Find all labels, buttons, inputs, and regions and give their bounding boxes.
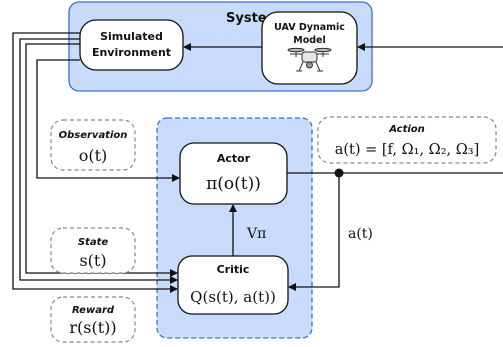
actor-title: Actor xyxy=(217,152,251,165)
observation-feed-arrow xyxy=(36,59,180,182)
critic-formula: Q(s(t), a(t)) xyxy=(190,288,276,306)
simulated-environment-line2: Environment xyxy=(92,46,171,59)
uav-model-line2: Model xyxy=(293,35,325,46)
a-t-label: a(t) xyxy=(348,226,373,242)
reward-box xyxy=(50,296,136,343)
reward-formula: r(s(t)) xyxy=(69,318,116,337)
state-box xyxy=(50,227,136,274)
observation-label: Observation xyxy=(59,130,128,141)
observation-formula: o(t) xyxy=(79,146,108,165)
action-formula: a(t) = [f, Ω₁, Ω₂, Ω₃] xyxy=(335,142,479,158)
v-pi-label: Vπ xyxy=(246,226,266,242)
simulated-environment-box xyxy=(79,19,184,71)
reward-feed-arrow xyxy=(12,32,178,293)
action-box xyxy=(317,116,497,164)
uav-model-line1: UAV Dynamic xyxy=(274,22,345,33)
state-feed-arrow-2 xyxy=(19,38,178,284)
critic-title: Critic xyxy=(217,263,250,276)
reward-label: Reward xyxy=(72,305,115,316)
drone-icon xyxy=(287,47,332,72)
state-formula: s(t) xyxy=(79,251,106,270)
action-label: Action xyxy=(388,124,425,135)
actor-formula: π(o(t)) xyxy=(206,174,261,194)
observation-box xyxy=(50,119,136,171)
simulated-environment-line1: Simulated xyxy=(100,30,163,43)
action-to-critic-arrow xyxy=(288,173,340,291)
state-label: State xyxy=(78,237,109,248)
